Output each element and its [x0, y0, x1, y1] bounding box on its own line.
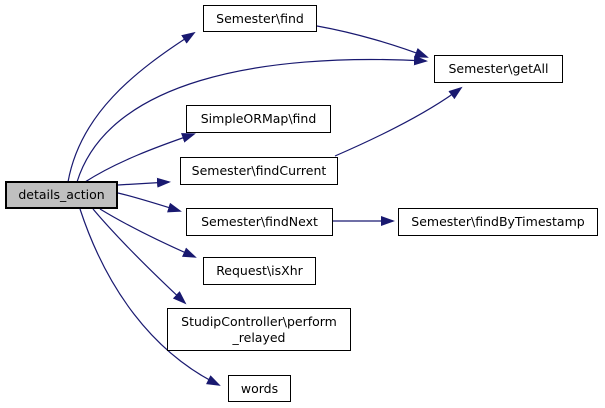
- edge-details-action-to-semester-findnext: [117, 192, 182, 213]
- node-request-isxhr-label: Request\isXhr: [216, 263, 303, 279]
- node-request-isxhr[interactable]: Request\isXhr: [203, 257, 316, 285]
- edge-details-action-to-studipcontroller-perform-relayed: [92, 208, 187, 305]
- node-semester-find[interactable]: Semester\find: [203, 5, 317, 32]
- edge-details-action-to-semester-find: [67, 31, 196, 183]
- node-semester-getall-label: Semester\getAll: [448, 61, 549, 77]
- node-semester-findnext-label: Semester\findNext: [201, 214, 318, 230]
- edge-details-action-to-words: [79, 208, 221, 386]
- node-simpleormap-find[interactable]: SimpleORMap\find: [186, 105, 331, 133]
- node-words[interactable]: words: [228, 375, 291, 402]
- node-semester-findcurrent[interactable]: Semester\findCurrent: [180, 157, 338, 185]
- edge-details-action-to-semester-findcurrent: [117, 177, 171, 188]
- node-studipcontroller-perform-relayed-label-line1: StudipController\perform: [181, 313, 337, 329]
- node-studipcontroller-perform-relayed[interactable]: StudipController\perform _relayed: [167, 308, 351, 351]
- node-semester-findbytimestamp-label: Semester\findByTimestamp: [411, 214, 585, 230]
- edge-semester-findcurrent-to-semester-getall: [334, 86, 463, 157]
- node-simpleormap-find-label: SimpleORMap\find: [200, 111, 317, 127]
- edge-details-action-to-semester-getall: [76, 55, 428, 183]
- node-details-action-label: details_action: [18, 187, 105, 203]
- node-semester-findcurrent-label: Semester\findCurrent: [191, 163, 327, 179]
- node-semester-find-label: Semester\find: [216, 10, 304, 26]
- node-semester-findnext[interactable]: Semester\findNext: [186, 208, 333, 236]
- node-details-action: details_action: [5, 181, 118, 209]
- edge-semester-find-to-semester-getall: [316, 25, 429, 58]
- node-semester-findbytimestamp[interactable]: Semester\findByTimestamp: [398, 208, 598, 236]
- node-studipcontroller-perform-relayed-label-line2: _relayed: [232, 329, 286, 345]
- edge-details-action-to-simpleormap-find: [84, 133, 196, 183]
- node-semester-getall[interactable]: Semester\getAll: [434, 55, 563, 83]
- edge-details-action-to-request-isxhr: [99, 208, 197, 258]
- node-words-label: words: [240, 380, 279, 396]
